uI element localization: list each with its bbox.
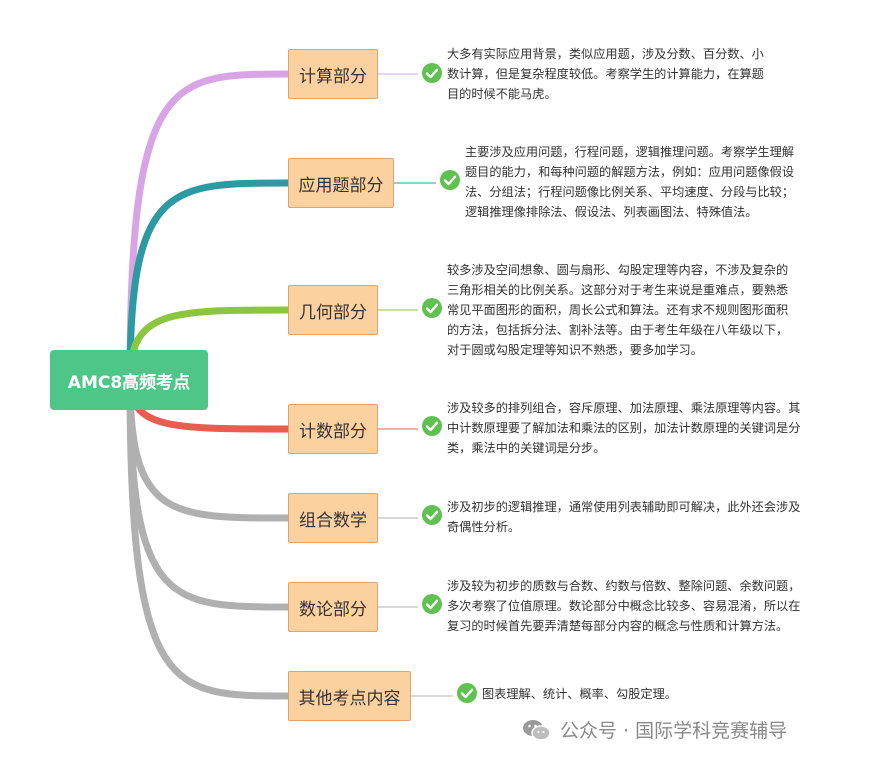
description-other-topics: 图表理解、统计、概率、勾股定理。: [482, 687, 677, 701]
description-geometry: 较多涉及空间想象、圆与扇形、勾股定理等内容，不涉及复杂的 三角形相关的比例关系。…: [447, 263, 789, 357]
description-word-problems: 主要涉及应用问题，行程问题，逻辑推理问题。考察学生理解 题目的能力，和每种问题的…: [465, 145, 795, 219]
branch-node-combinatorics: 组合数学: [288, 493, 378, 543]
check-icon: [422, 298, 442, 318]
wechat-icon: [523, 719, 551, 741]
connector-other-topics: [126, 376, 292, 700]
connector-word-problems: [126, 179, 292, 384]
branch-node-counting: 计数部分: [288, 404, 378, 454]
watermark: 公众号 · 国际学科竞赛辅导: [522, 716, 787, 743]
description-number-theory: 涉及较为初步的质数与合数、约数与倍数、整除问题、余数问题， 多次考察了位值原理。…: [447, 579, 801, 633]
check-icon: [457, 683, 477, 703]
description-combinatorics: 涉及初步的逻辑推理，通常使用列表辅助即可解决，此外还会涉及 奇偶性分析。: [447, 500, 801, 534]
branch-node-number-theory: 数论部分: [288, 582, 378, 632]
description-calculation: 大多有实际应用背景，类似应用题，涉及分数、百分数、小 数计算，但是复杂程度较低。…: [447, 47, 764, 101]
branch-node-other-topics: 其他考点内容: [288, 671, 411, 721]
check-icon: [422, 505, 442, 525]
connector-calculation: [126, 70, 292, 384]
check-icon: [440, 170, 460, 190]
branch-node-calculation: 计算部分: [288, 49, 378, 99]
check-icon: [422, 594, 442, 614]
watermark-text: 公众号 · 国际学科竞赛辅导: [560, 720, 788, 742]
check-icon: [422, 416, 442, 436]
description-counting: 涉及较多的排列组合，容斥原理、加法原理、乘法原理等内容。其 中计数原理要了解加法…: [447, 401, 801, 455]
branch-node-geometry: 几何部分: [288, 285, 378, 335]
root-node: AMC8高频考点: [50, 350, 208, 410]
branch-node-word-problems: 应用题部分: [288, 158, 394, 208]
check-icon: [422, 63, 442, 83]
